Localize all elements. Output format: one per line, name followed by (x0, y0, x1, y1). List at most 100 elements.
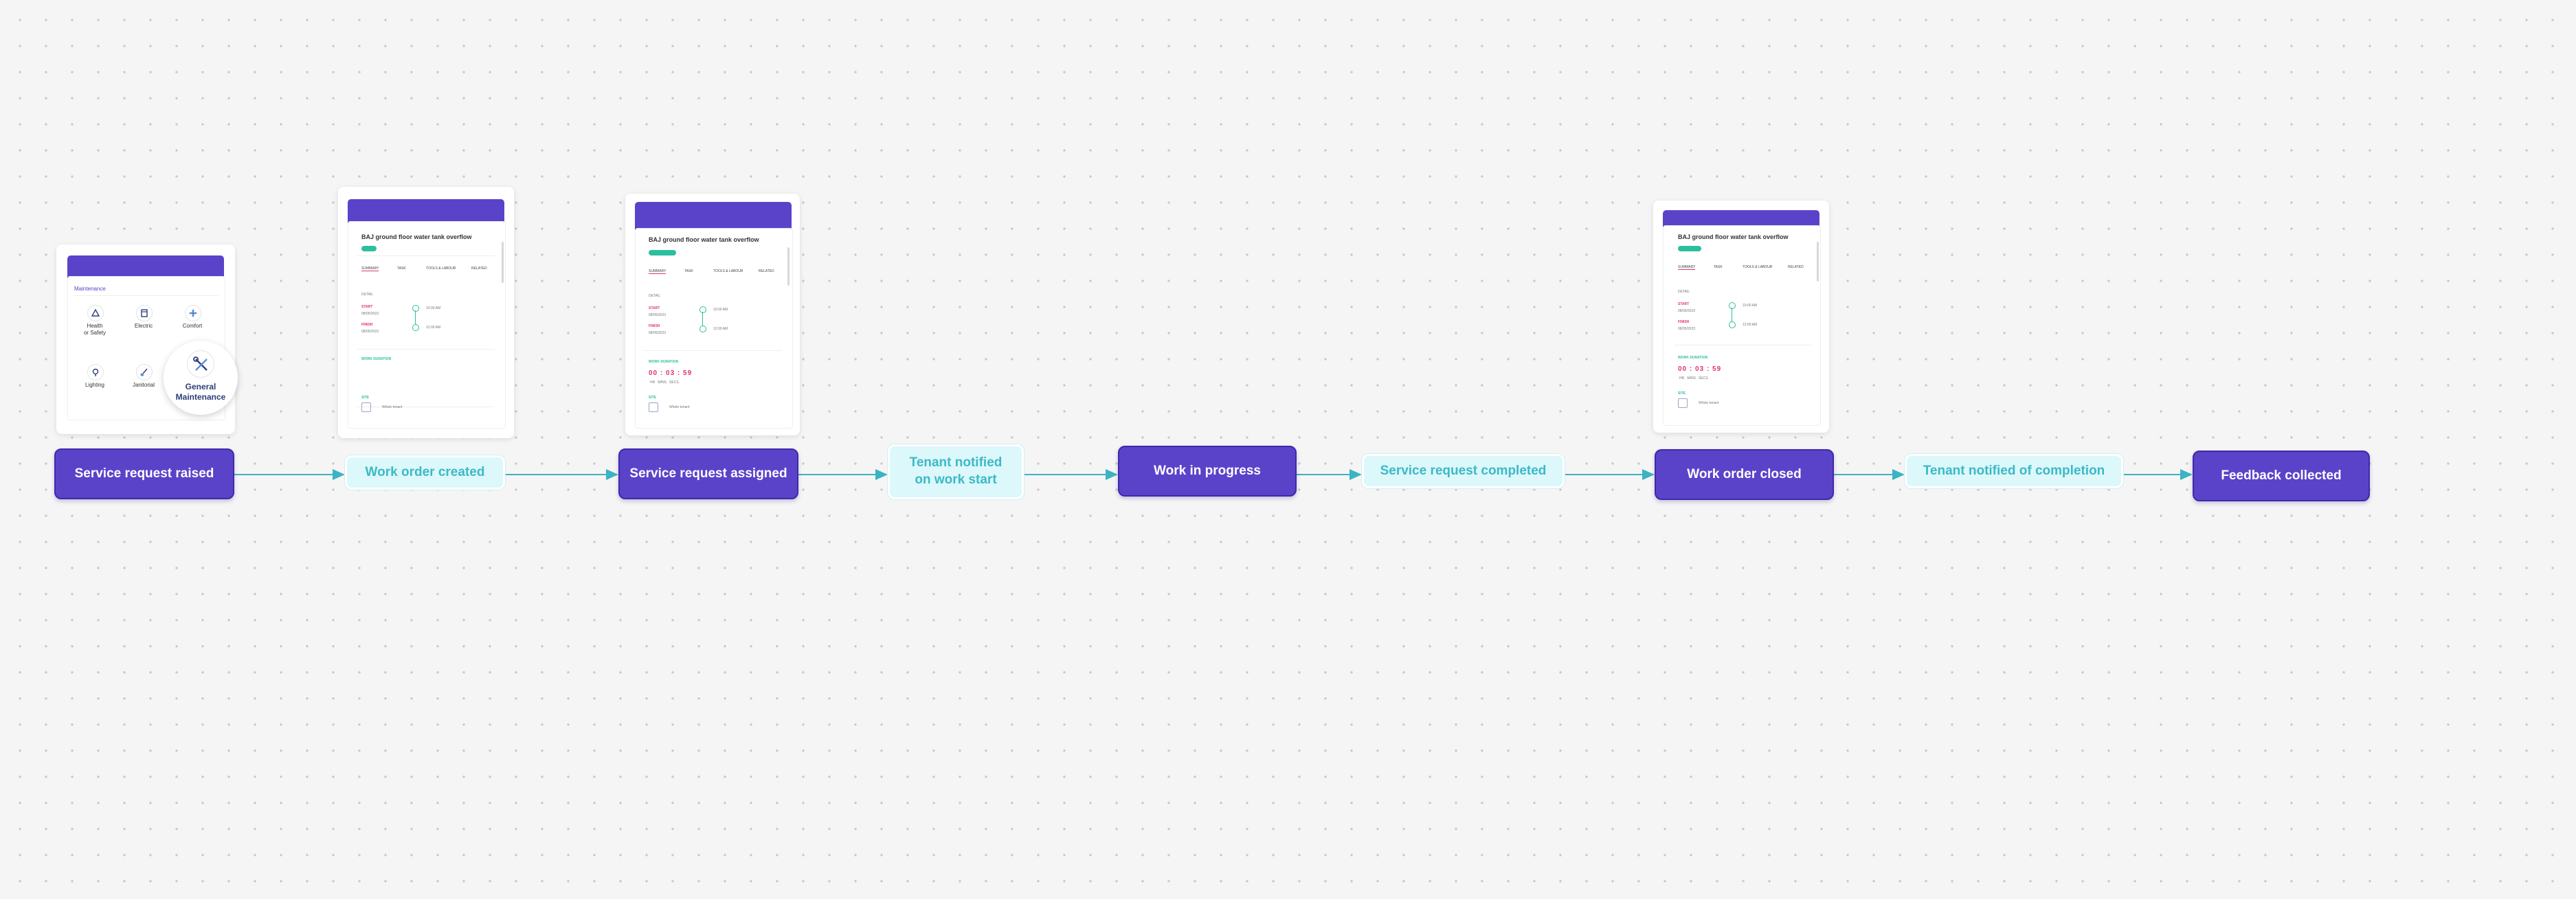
step-service-request-raised[interactable]: Service request raised (54, 448, 234, 499)
start-date: 08/05/2023 (361, 312, 379, 316)
site-label: SITE (1678, 391, 1686, 396)
tab-summary[interactable]: SUMMARY (1678, 265, 1696, 270)
tab-task[interactable]: TASK (397, 266, 406, 271)
start-label: START (1678, 302, 1690, 306)
timeline-line (415, 310, 416, 324)
scrollbar[interactable] (787, 247, 789, 286)
finish-marker (412, 324, 419, 331)
finish-date: 08/05/2023 (361, 330, 379, 334)
divider (645, 350, 782, 351)
finish-label: FINISH (649, 324, 660, 328)
scrollbar[interactable] (502, 242, 504, 283)
start-date: 08/05/2023 (649, 313, 667, 317)
tab-tools-labour[interactable]: TOOLS & LABOUR (1743, 265, 1773, 269)
work-order-screen-card-2: BAJ ground floor water tank overflow SUM… (625, 194, 800, 435)
work-order-title: BAJ ground floor water tank overflow (649, 236, 759, 243)
site-icon (361, 402, 371, 412)
broom-icon[interactable] (136, 364, 153, 380)
finish-time: 12:00 AM (713, 327, 728, 331)
wrench-screwdriver-icon (187, 350, 214, 378)
timer-units: HR MINS SECS (1679, 376, 1708, 380)
status-badge (361, 246, 377, 251)
tab-related[interactable]: RELATED (759, 269, 774, 273)
category-label-janitorial: Janitorial (132, 382, 155, 388)
finish-date: 08/05/2023 (649, 331, 667, 335)
category-label-lighting: Lighting (85, 382, 105, 388)
category-label-health: Health or Safety (83, 323, 106, 336)
tab-summary[interactable]: SUMMARY (649, 269, 667, 274)
divider (74, 295, 219, 296)
start-date: 08/05/2023 (1678, 309, 1696, 313)
bulb-icon[interactable] (87, 364, 104, 380)
start-label: START (361, 305, 373, 309)
work-order-title: BAJ ground floor water tank overflow (1678, 234, 1789, 240)
start-marker (699, 306, 706, 313)
site-value: Whole tenant (669, 405, 690, 409)
general-maintenance-label: General Maintenance (175, 382, 226, 402)
tab-summary[interactable]: SUMMARY (361, 266, 379, 271)
work-order-screen-card-1: BAJ ground floor water tank overflow SUM… (338, 187, 514, 438)
start-time: 10:00 AM (426, 306, 441, 310)
work-order-title: BAJ ground floor water tank overflow (361, 234, 472, 240)
finish-label: FINISH (1678, 320, 1690, 324)
category-label-comfort: Comfort (182, 323, 203, 329)
site-icon (1678, 398, 1688, 408)
step-work-order-closed[interactable]: Work order closed (1655, 449, 1834, 500)
scrollbar[interactable] (1817, 242, 1819, 282)
finish-marker (1729, 321, 1736, 328)
step-tenant-notified-completion[interactable]: Tenant notified of completion (1905, 454, 2123, 488)
general-maintenance-highlight[interactable]: General Maintenance (164, 341, 238, 415)
site-label: SITE (361, 396, 370, 400)
work-order-screen-card-3: BAJ ground floor water tank overflow SUM… (1653, 201, 1829, 433)
tab-related[interactable]: RELATED (1788, 265, 1804, 269)
card-body (1663, 225, 1821, 426)
start-marker (1729, 302, 1736, 309)
finish-time: 12:00 AM (426, 326, 441, 330)
status-badge (1678, 246, 1701, 251)
tab-task[interactable]: TASK (684, 269, 693, 273)
work-duration-label: WORK DURATION (649, 360, 679, 364)
tab-related[interactable]: RELATED (471, 266, 487, 271)
step-tenant-notified-work-start[interactable]: Tenant notified on work start (888, 444, 1024, 499)
work-duration-timer: 00 : 03 : 59 (1678, 365, 1722, 373)
step-work-order-created[interactable]: Work order created (345, 455, 505, 490)
tab-task[interactable]: TASK (1714, 265, 1723, 269)
step-work-in-progress[interactable]: Work in progress (1118, 446, 1297, 497)
finish-marker (699, 326, 706, 332)
timeline-line (702, 312, 703, 326)
fan-icon[interactable] (185, 305, 201, 321)
timer-units: HR MINS SECS (650, 380, 679, 385)
finish-label: FINISH (361, 323, 373, 327)
finish-date: 08/05/2023 (1678, 327, 1696, 331)
start-marker (412, 305, 419, 312)
tab-tools-labour[interactable]: TOOLS & LABOUR (713, 269, 743, 273)
step-service-request-completed[interactable]: Service request completed (1362, 454, 1565, 488)
work-duration-timer: 00 : 03 : 59 (649, 369, 693, 377)
detail-section-label: DETAIL (361, 293, 374, 297)
step-service-request-assigned[interactable]: Service request assigned (618, 448, 798, 499)
site-label: SITE (649, 396, 657, 400)
site-value: Whole tenant (1699, 401, 1719, 405)
start-time: 10:00 AM (1743, 304, 1758, 308)
electric-panel-icon[interactable] (136, 305, 153, 321)
start-time: 10:00 AM (713, 308, 728, 312)
work-duration-label: WORK DURATION (361, 357, 392, 361)
finish-time: 12:00 AM (1743, 323, 1758, 327)
site-value: Whole tenant (382, 405, 403, 409)
card-body (635, 228, 793, 429)
work-duration-label: WORK DURATION (1678, 356, 1708, 360)
detail-section-label: DETAIL (649, 294, 661, 298)
step-feedback-collected[interactable]: Feedback collected (2193, 451, 2370, 501)
status-badge (649, 250, 676, 255)
start-label: START (649, 306, 660, 310)
maintenance-heading: Maintenance (74, 286, 106, 292)
detail-section-label: DETAIL (1678, 290, 1690, 294)
divider (357, 349, 495, 350)
card-header-bar (635, 202, 792, 232)
category-label-electric: Electric (134, 323, 153, 329)
tab-tools-labour[interactable]: TOOLS & LABOUR (426, 266, 456, 271)
warning-triangle-icon[interactable] (87, 305, 104, 321)
divider (357, 255, 495, 256)
site-icon (649, 402, 658, 412)
